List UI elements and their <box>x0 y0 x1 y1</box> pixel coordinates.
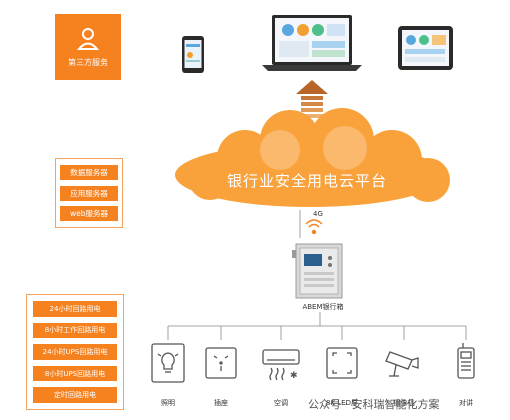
device-label-camera: 摄像机 <box>393 399 415 407</box>
laptop-terminal <box>262 15 362 71</box>
circuit-item: 8小时UPS回路用电 <box>33 365 117 382</box>
svg-text:✱: ✱ <box>290 371 298 381</box>
tablet-terminal <box>398 26 453 70</box>
intercom-icon <box>457 343 475 379</box>
phone-terminal <box>182 36 204 73</box>
led-screen-icon <box>326 347 358 379</box>
circuit-item: 24小时UPS回路用电 <box>33 344 117 360</box>
app-server-item: 应用服务器 <box>60 185 118 201</box>
data-server-item: 数据服务器 <box>60 164 118 180</box>
abem-meter-box <box>292 243 343 299</box>
air-conditioner-icon: ✱ <box>262 349 300 381</box>
circuit-item: 24小时回路用电 <box>33 301 117 317</box>
meter-box-label: ABEM银行箱 <box>302 303 344 311</box>
camera-icon <box>385 351 419 377</box>
web-server-item: web服务器 <box>60 206 118 222</box>
third-party-label: 第三方服务 <box>68 57 108 67</box>
cloud-shape <box>175 108 450 207</box>
load-circuit-group: 24小时回路用电 8小时工作回路用电 24小时UPS回路用电 8小时UPS回路用… <box>26 294 124 410</box>
socket-icon <box>205 347 237 379</box>
device-label-intercom: 对讲 <box>459 399 473 407</box>
server-group: 数据服务器 应用服务器 web服务器 <box>55 158 123 228</box>
cloud-platform-label: 银行业安全用电云平台 <box>226 172 387 190</box>
device-label-led: 8K LED屏 <box>326 399 358 407</box>
circuit-item: 定时回路用电 <box>33 387 117 403</box>
device-label-lighting: 照明 <box>161 399 175 407</box>
user-icon <box>76 27 100 50</box>
lightbulb-icon <box>151 343 185 383</box>
third-party-service-tile: 第三方服务 <box>55 14 121 80</box>
upload-arrow-icon <box>296 80 328 118</box>
device-label-ac: 空调 <box>274 399 288 407</box>
signal-label: 4G <box>313 210 323 218</box>
watermark: 公众号 · 安科瑞智能化方案 <box>308 398 440 411</box>
device-label-socket: 插座 <box>214 399 228 407</box>
circuit-item: 8小时工作回路用电 <box>33 322 117 339</box>
wifi-icon <box>305 219 323 235</box>
